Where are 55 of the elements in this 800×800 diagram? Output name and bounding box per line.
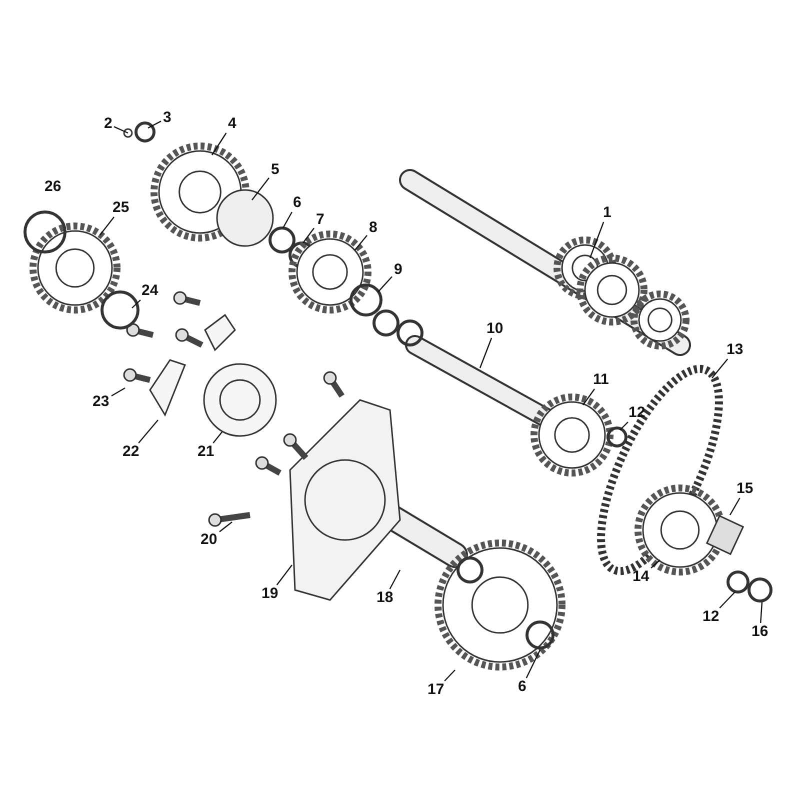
callout-number: 9: [394, 262, 402, 278]
callout-number: 19: [262, 586, 278, 602]
leader-line: [302, 228, 314, 244]
leader-line: [114, 126, 128, 134]
callout-number: 23: [92, 394, 110, 410]
leader-line: [378, 276, 392, 292]
leader-line: [589, 222, 604, 258]
callout-number: 13: [726, 342, 744, 358]
leader-line: [582, 388, 595, 406]
leader-line: [138, 420, 158, 444]
leader-line: [389, 570, 401, 590]
callout-number: 22: [122, 444, 140, 460]
callout-number: 15: [736, 481, 754, 497]
leader-line: [252, 177, 270, 200]
leader-line: [650, 560, 660, 568]
leader-line: [620, 422, 628, 430]
callout-number: 4: [228, 116, 236, 132]
leader-line: [100, 216, 114, 236]
callout-number: 3: [163, 110, 172, 126]
callout-number: 6: [518, 679, 526, 695]
leader-line: [212, 432, 222, 444]
callout-number: 10: [486, 321, 504, 337]
callout-number: 25: [112, 200, 130, 216]
leader-line: [729, 498, 740, 516]
leader-line: [719, 592, 736, 608]
leader-line: [111, 387, 126, 396]
callout-number: 11: [593, 372, 609, 388]
callout-number: 18: [376, 590, 394, 606]
callout-number: 20: [200, 532, 218, 548]
leader-line: [760, 602, 763, 624]
leader-line: [219, 522, 232, 532]
leader-line: [148, 120, 162, 129]
callout-number: 14: [632, 569, 650, 585]
callout-number: 6: [293, 195, 302, 211]
leader-line: [282, 212, 292, 228]
leader-line: [479, 338, 492, 368]
leader-line: [444, 670, 456, 682]
callout-number: 8: [369, 220, 378, 236]
callout-number: 26: [44, 179, 62, 195]
callout-number: 16: [752, 624, 768, 640]
leader-line: [276, 564, 292, 586]
leader-line: [212, 132, 227, 156]
callout-number: 1: [603, 205, 612, 221]
leader-line: [354, 234, 368, 250]
leader-line: [712, 358, 728, 378]
callout-number: 12: [628, 405, 646, 421]
callout-number: 24: [142, 283, 158, 299]
callout-number: 17: [428, 682, 444, 698]
leader-line: [132, 300, 141, 308]
callout-number: 7: [316, 212, 324, 228]
leader-line: [526, 650, 541, 678]
callout-number: 2: [104, 116, 112, 132]
callout-number: 5: [271, 162, 280, 178]
callout-number: 12: [702, 609, 720, 625]
callout-number: 21: [198, 444, 214, 460]
